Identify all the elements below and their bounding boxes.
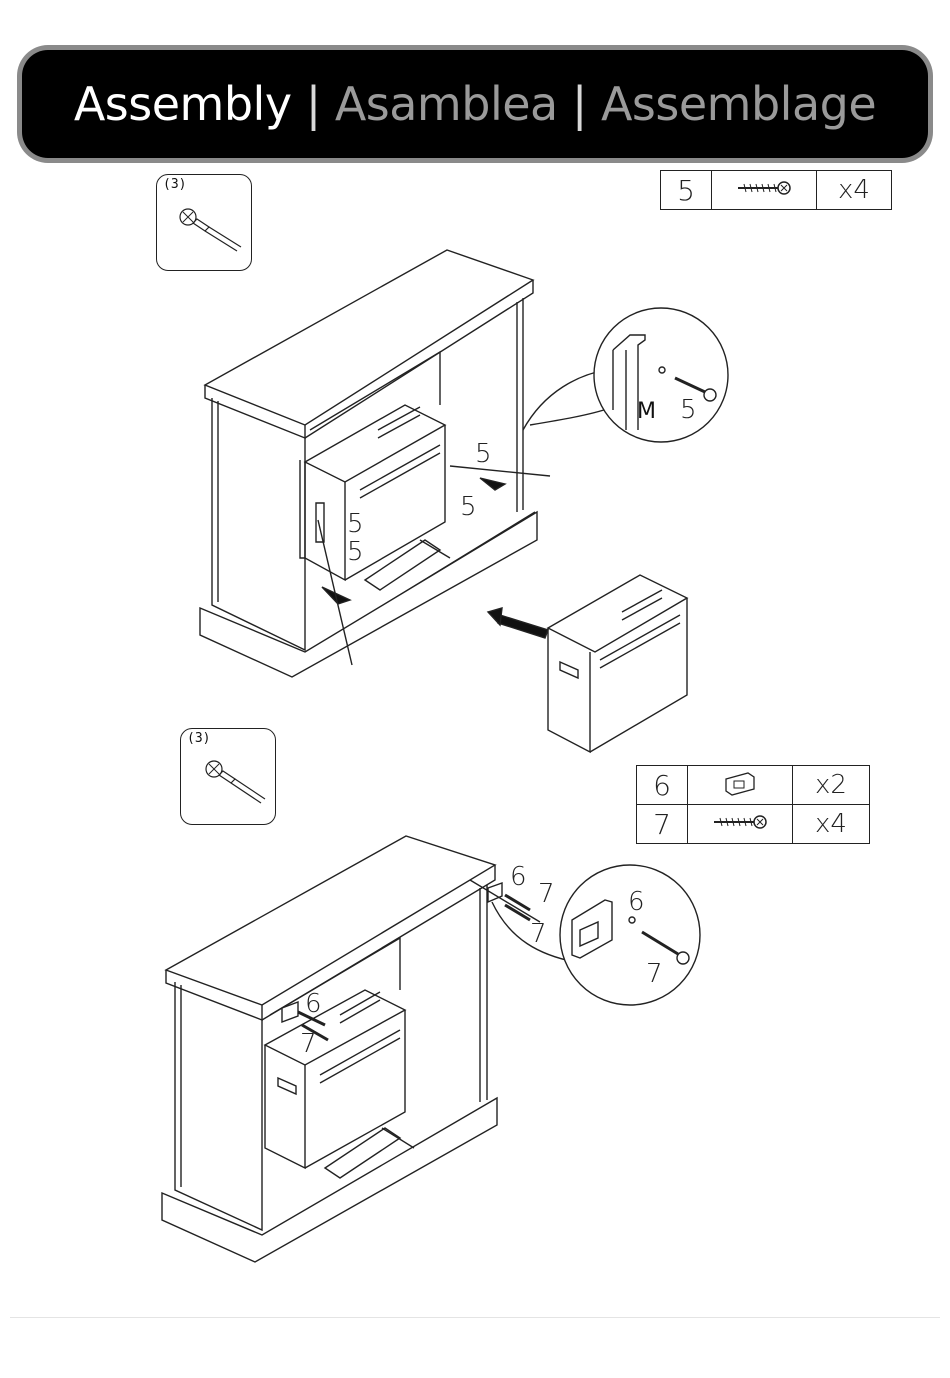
part-number: 5 [661, 171, 712, 210]
callout-number: 7 [530, 919, 547, 949]
callout-number: 5 [347, 537, 364, 567]
callout-number: 6 [510, 862, 527, 892]
title-french: Assemblage [601, 77, 876, 131]
parts-table-step1: 5 x4 [660, 170, 892, 210]
screw-icon [712, 171, 817, 210]
detail-screw-number: 5 [680, 395, 697, 425]
bracket-icon [688, 766, 793, 805]
screwdriver-icon [181, 729, 275, 824]
step2-illustration: 6 7 6 7 7 6 7 [0, 830, 950, 1280]
callout-number: 6 [305, 989, 322, 1019]
footer-divider [10, 1317, 940, 1318]
part-count: x2 [793, 766, 870, 805]
title-banner: Assembly | Asamblea | Assemblage [22, 50, 928, 158]
page-title: Assembly | Asamblea | Assemblage [74, 77, 876, 131]
callout-number: 7 [538, 879, 555, 909]
part-row: 6 x2 [637, 766, 870, 805]
title-english: Assembly [74, 77, 292, 131]
part-count: x4 [817, 171, 892, 210]
screwdriver-tool-box: (3) [180, 728, 276, 825]
detail-bracket-number: 6 [628, 887, 645, 917]
callout-number: 5 [347, 509, 364, 539]
title-spanish: Asamblea [335, 77, 558, 131]
callout-number: 5 [460, 492, 477, 522]
panel-letter: M [637, 399, 656, 424]
part-number: 6 [637, 766, 688, 805]
part-row: 5 x4 [661, 171, 892, 210]
callout-number: 5 [475, 439, 492, 469]
step1-illustration: M 5 5 5 5 5 [0, 240, 950, 760]
callout-number: 7 [300, 1029, 317, 1059]
detail-screw-number: 7 [646, 959, 663, 989]
